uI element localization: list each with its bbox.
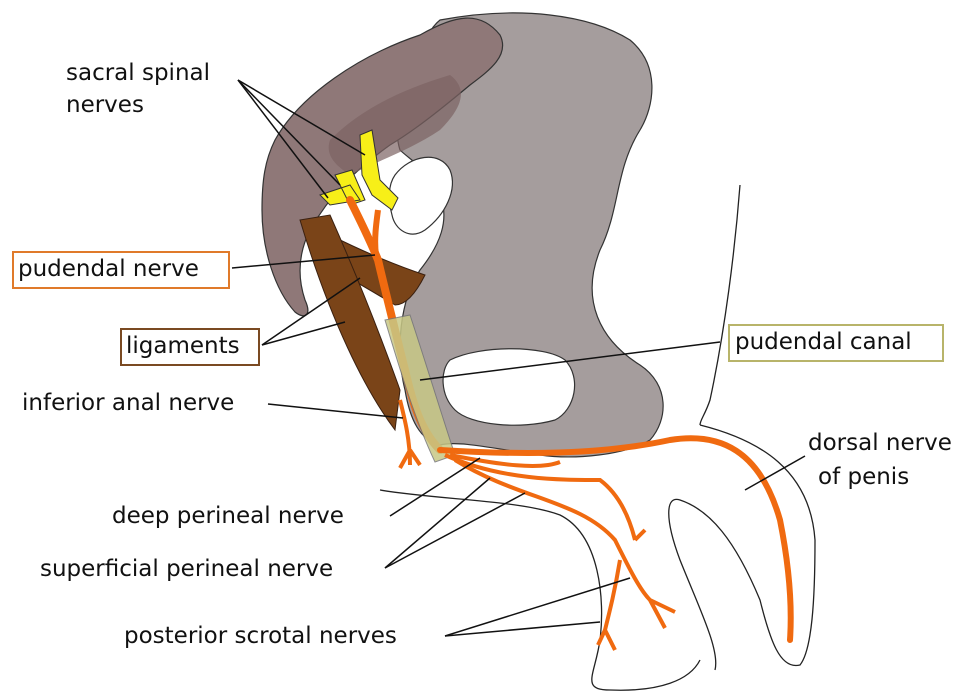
dorsal-nerve-label-line2: of penis <box>818 464 910 490</box>
dorsal-nerve-of-penis <box>437 435 794 643</box>
pudendal-canal-label: pudendal canal <box>735 329 912 355</box>
superficial-perineal-nerve-label: superficial perineal nerve <box>40 556 334 582</box>
pudendal-nerve-label-box <box>12 251 230 289</box>
posterior-scrotal-nerves-label: posterior scrotal nerves <box>124 623 397 649</box>
sacral-spinal-nerves-label-line2: nerves <box>66 92 144 118</box>
dorsal-nerve-label-line1: dorsal nerve <box>808 430 952 456</box>
deep-perineal-nerve <box>449 453 561 468</box>
pudendal-canal-label-box <box>728 324 944 362</box>
ligaments-label: ligaments <box>126 333 240 359</box>
pudendal-nerve-label: pudendal nerve <box>18 256 199 282</box>
deep-perineal-nerve-label: deep perineal nerve <box>112 503 344 529</box>
scrotum-outline <box>379 489 701 691</box>
penis-outline <box>668 424 816 671</box>
inferior-anal-nerve <box>398 399 422 469</box>
superficial-perineal-nerve <box>444 453 637 541</box>
body-outline <box>699 184 741 426</box>
sacral-nerve-roots <box>319 129 399 211</box>
ligaments-label-box <box>120 328 260 366</box>
leader-lines <box>231 79 806 637</box>
pudendal-nerve-branch-root <box>372 209 381 256</box>
obturator-foramen <box>442 348 576 426</box>
posterior-scrotal-nerves <box>453 458 676 651</box>
inferior-anal-nerve-label: inferior anal nerve <box>22 390 235 416</box>
sacral-spinal-nerves-label-line1: sacral spinal <box>66 60 211 86</box>
